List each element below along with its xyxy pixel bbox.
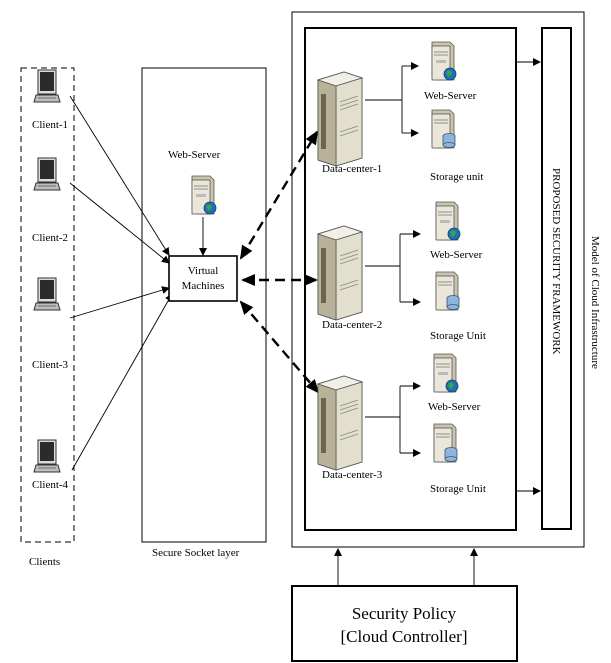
client-connection-arrow (71, 293, 173, 471)
laptop-icon (33, 439, 61, 473)
datacenter-tower-icon (317, 375, 363, 471)
ssl-web-server-label: Web-Server (168, 149, 221, 161)
policy-line2: [Cloud Controller] (340, 627, 467, 646)
dc-web-server-label: Web-Server (424, 90, 477, 102)
dc-web-server-label: Web-Server (428, 401, 481, 413)
datacenter-tower-icon (317, 71, 363, 167)
ssl-box (141, 67, 267, 543)
storage-icon (433, 423, 458, 463)
cloud-infrastructure-label: Model of Cloud Infrastructure (589, 236, 601, 369)
client-label: Client-2 (32, 232, 68, 244)
ssl-label: Secure Socket layer (152, 547, 240, 559)
client-label: Client-3 (32, 359, 69, 371)
web-server-icon (431, 41, 457, 81)
laptop-icon (33, 69, 61, 103)
dc-storage-label: Storage unit (430, 171, 483, 183)
client-label: Client-1 (32, 119, 68, 131)
dc-storage-label: Storage Unit (430, 483, 486, 495)
datacenters-box (304, 27, 517, 531)
laptop-icon (33, 157, 61, 191)
client-connection-arrow (69, 95, 170, 256)
datacenter-label: Data-center-1 (322, 163, 382, 175)
client-connection-arrow (69, 182, 170, 264)
storage-icon (435, 271, 460, 311)
web-server-icon (435, 201, 461, 241)
vm-label-line1: Virtual (188, 265, 219, 277)
datacenter-label: Data-center-2 (322, 319, 382, 331)
vm-datacenter-link (239, 130, 319, 260)
clients-group-label: Clients (29, 556, 60, 568)
client-connection-arrow (69, 286, 170, 319)
storage-icon (431, 109, 456, 149)
client-label: Client-4 (32, 479, 69, 491)
security-framework-label: PROPOSED SECURITY FRAMEWORK (550, 168, 562, 355)
laptop-icon (33, 277, 61, 311)
datacenter-tower-icon (317, 225, 363, 321)
web-server-icon (191, 175, 217, 215)
virtual-machines-box (168, 255, 238, 302)
dc-storage-label: Storage Unit (430, 330, 486, 342)
security-framework-box (541, 27, 572, 530)
vm-datacenter-link (239, 300, 320, 394)
cloud-infrastructure-box (291, 11, 585, 548)
dc-web-server-label: Web-Server (430, 249, 483, 261)
security-policy-box (291, 585, 518, 662)
policy-line1: Security Policy (352, 604, 457, 623)
datacenter-label: Data-center-3 (322, 469, 383, 481)
clients-group-box (20, 67, 75, 543)
vm-label-line2: Machines (182, 280, 225, 292)
web-server-icon (433, 353, 459, 393)
